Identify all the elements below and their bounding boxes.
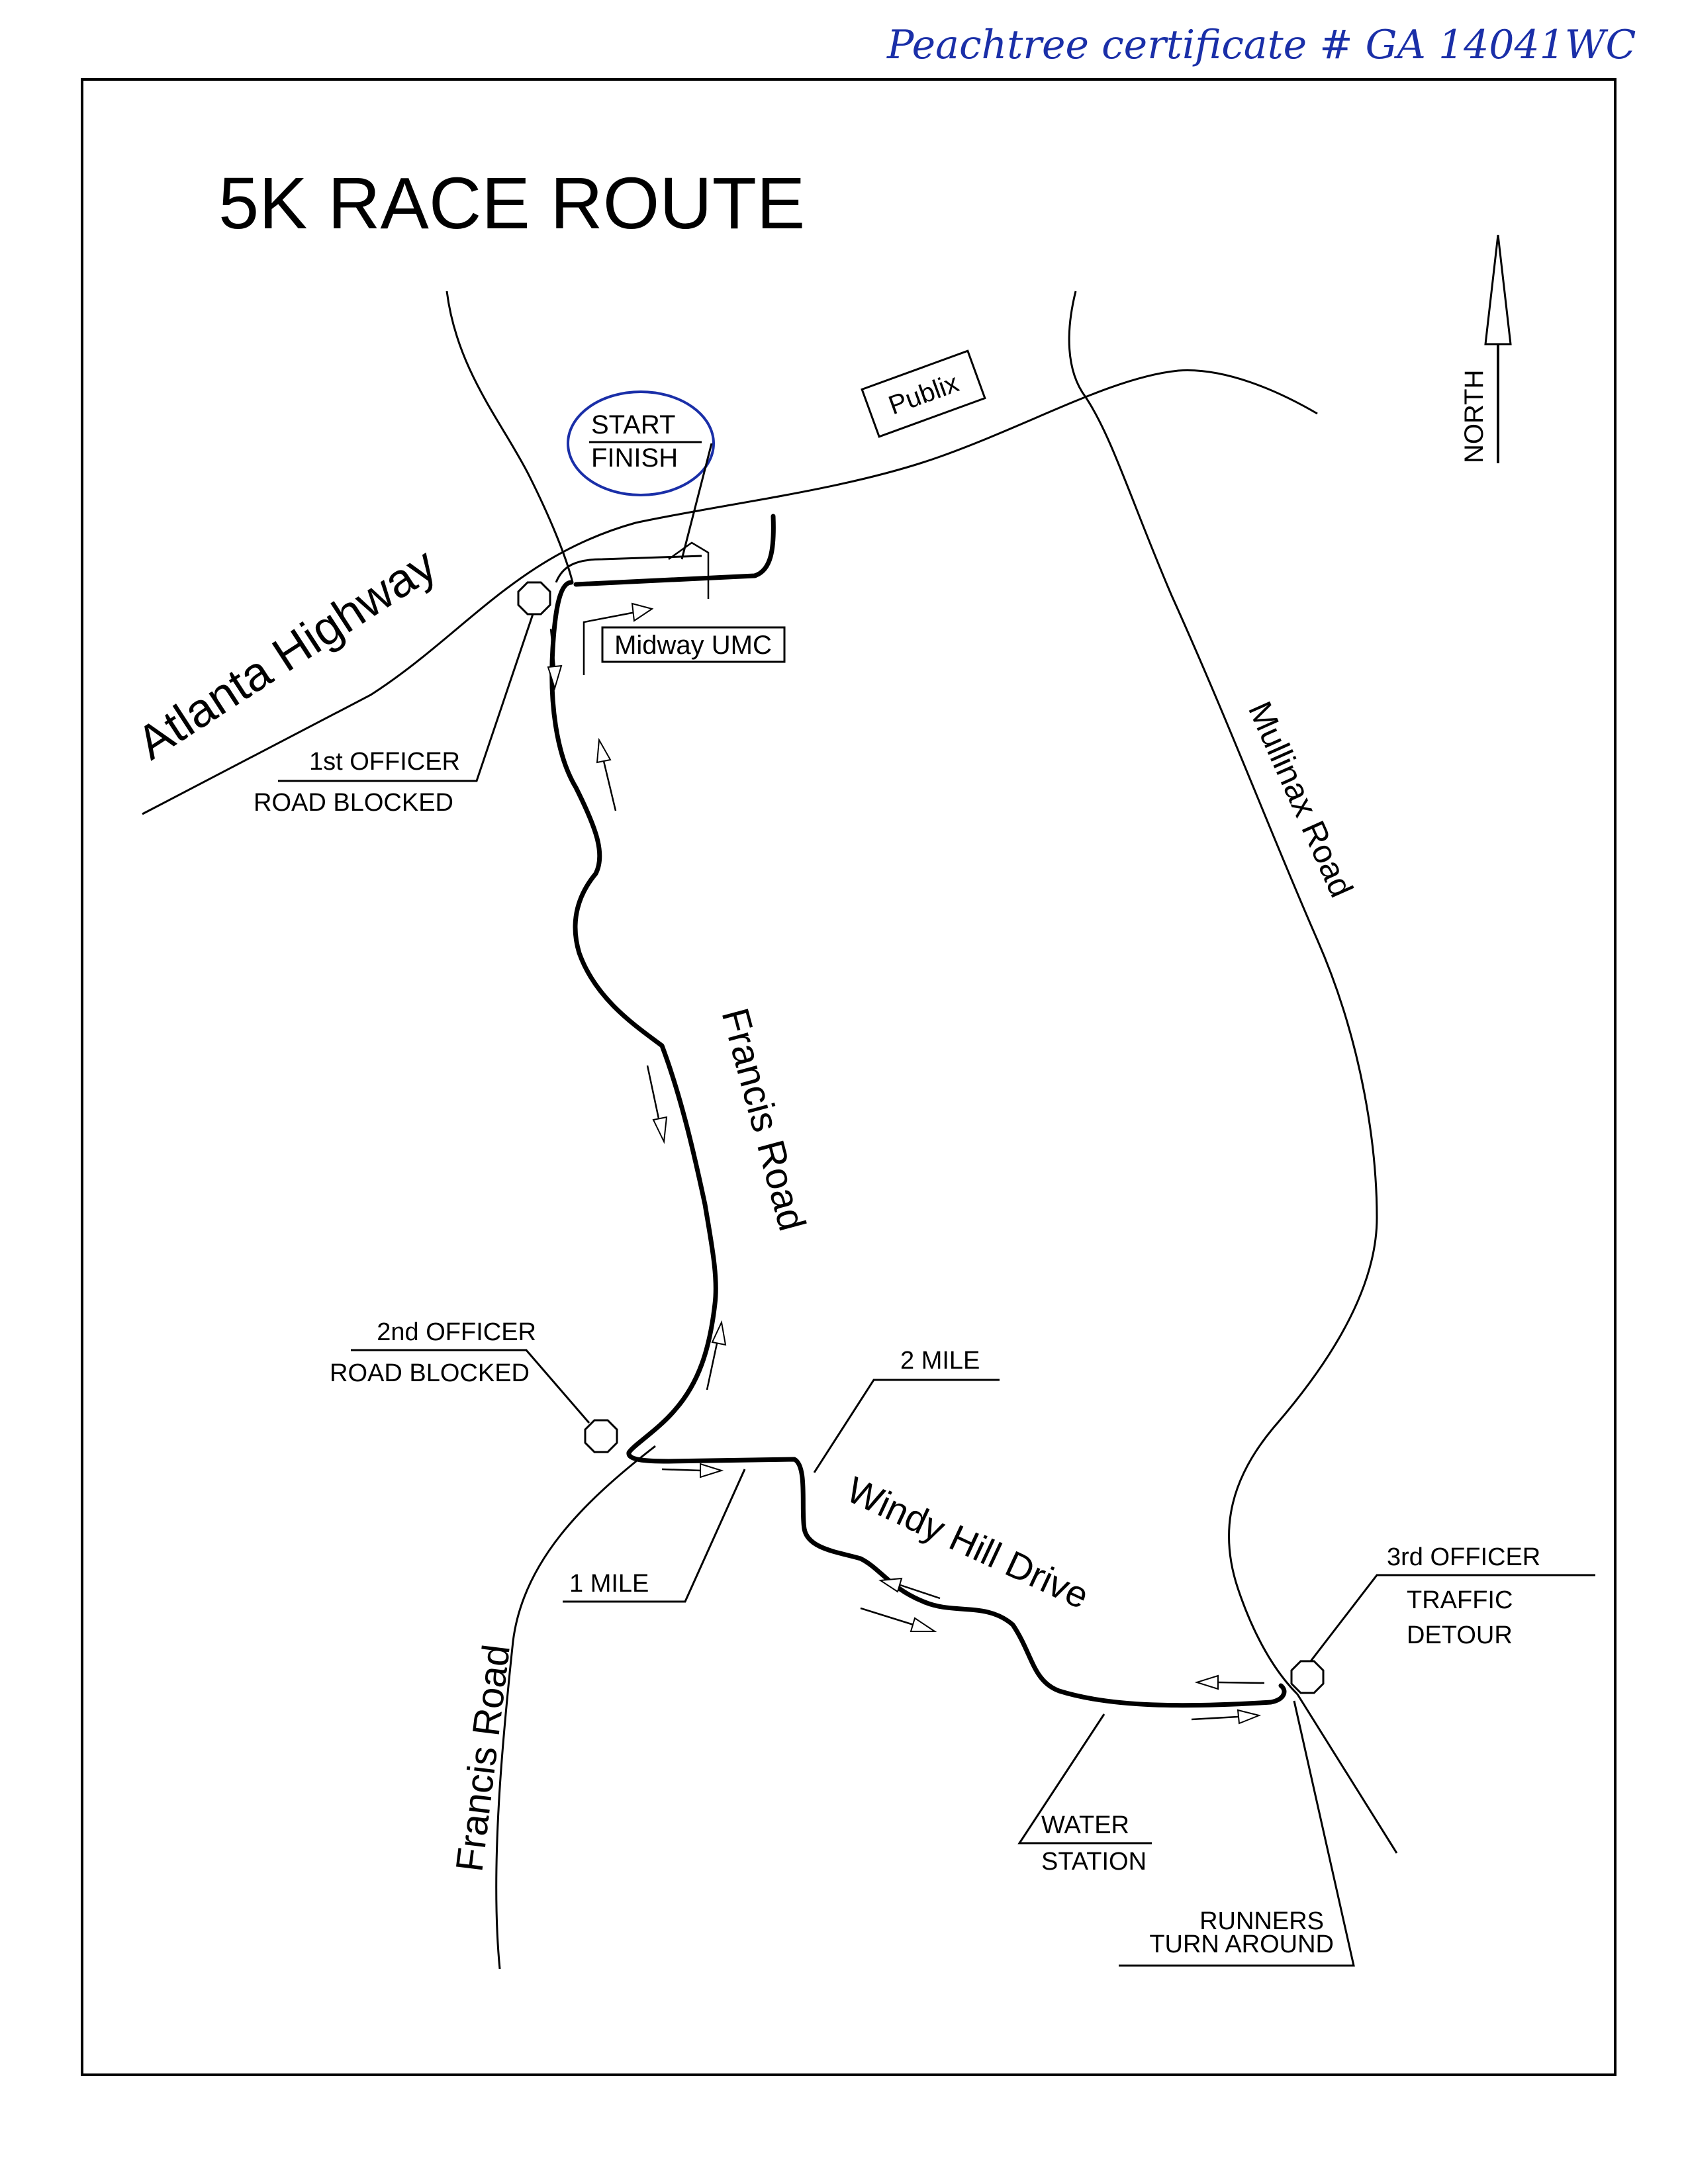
arrow-east-2-icon bbox=[860, 1607, 937, 1632]
first-officer-stop-icon bbox=[517, 581, 551, 615]
map-border bbox=[81, 78, 1617, 2076]
midway-umc-box bbox=[601, 626, 786, 663]
publix-box bbox=[861, 349, 986, 438]
north-label: NORTH bbox=[1460, 370, 1489, 463]
first-officer-title: 1st OFFICER bbox=[309, 748, 460, 776]
arrow-west-2-icon bbox=[1194, 1674, 1265, 1690]
certificate-annotation: Peachtree certificate # GA 14041WC bbox=[886, 22, 1636, 68]
church-arrowhead-icon bbox=[631, 602, 654, 622]
start-finish-leader bbox=[680, 443, 713, 560]
mullinax-road bbox=[1068, 291, 1378, 1696]
atlanta-highway-label: Atlanta Highway bbox=[128, 538, 445, 770]
start-finish-lane bbox=[555, 555, 702, 583]
start-finish-circle bbox=[567, 390, 715, 496]
second-officer-title: 2nd OFFICER bbox=[377, 1318, 536, 1346]
francis-road-south-segment bbox=[495, 1445, 656, 1970]
water-station-line1: WATER bbox=[1041, 1811, 1129, 1839]
francis-road-south-label: Francis Road bbox=[447, 1642, 518, 1874]
atlanta-highway-road bbox=[142, 369, 1318, 815]
arrow-south-1-icon bbox=[547, 628, 563, 691]
direction-arrows bbox=[547, 628, 1265, 1725]
turnaround-line1: RUNNERS bbox=[1199, 1907, 1324, 1935]
one-mile-label: 1 MILE bbox=[569, 1570, 649, 1598]
water-station-line2: STATION bbox=[1041, 1848, 1147, 1876]
arrow-west-1-icon bbox=[878, 1577, 941, 1600]
arrow-east-3-icon bbox=[1191, 1709, 1262, 1725]
third-officer-note-line2: DETOUR bbox=[1407, 1621, 1513, 1649]
turnaround-leader bbox=[1119, 1700, 1355, 1967]
two-mile-leader bbox=[813, 1379, 1000, 1473]
arrow-south-2-icon bbox=[646, 1065, 668, 1144]
midway-umc-label: Midway UMC bbox=[614, 631, 772, 660]
water-station-leader bbox=[1017, 1713, 1152, 1844]
start-loop-path bbox=[573, 514, 776, 587]
francis-road-north-segment bbox=[445, 291, 574, 583]
third-officer-leader bbox=[1309, 1574, 1595, 1662]
mullinax-road-south-extension bbox=[1296, 1694, 1398, 1854]
publix-landmark: Publix bbox=[861, 349, 986, 438]
second-officer-leader bbox=[351, 1349, 590, 1424]
third-officer-note-line1: TRAFFIC bbox=[1407, 1586, 1513, 1614]
arrow-north-1-icon bbox=[596, 737, 617, 811]
windy-hill-drive-label: Windy Hill Drive bbox=[841, 1469, 1096, 1617]
turnaround-line2: TURN AROUND bbox=[1149, 1931, 1334, 1958]
first-officer-leader bbox=[278, 614, 534, 782]
arrow-east-1-icon bbox=[661, 1463, 724, 1479]
one-mile-leader bbox=[563, 1469, 746, 1603]
church-entrance-pointer-icon bbox=[583, 611, 636, 675]
north-arrow-icon bbox=[1484, 234, 1512, 463]
arrow-north-2-icon bbox=[706, 1320, 727, 1390]
first-officer-note: ROAD BLOCKED bbox=[254, 789, 453, 817]
race-route-path bbox=[549, 580, 1287, 1708]
second-officer-stop-icon bbox=[584, 1419, 618, 1453]
second-officer-note: ROAD BLOCKED bbox=[330, 1359, 530, 1387]
start-finish-pointer-icon bbox=[668, 541, 710, 599]
third-officer-stop-icon bbox=[1290, 1660, 1325, 1694]
map-title: 5K RACE ROUTE bbox=[218, 163, 805, 244]
start-label: START bbox=[591, 410, 675, 439]
third-officer-title: 3rd OFFICER bbox=[1387, 1543, 1540, 1571]
francis-road-north-label: Francis Road bbox=[713, 1004, 814, 1236]
finish-label: FINISH bbox=[591, 443, 678, 473]
two-mile-label: 2 MILE bbox=[900, 1347, 980, 1375]
